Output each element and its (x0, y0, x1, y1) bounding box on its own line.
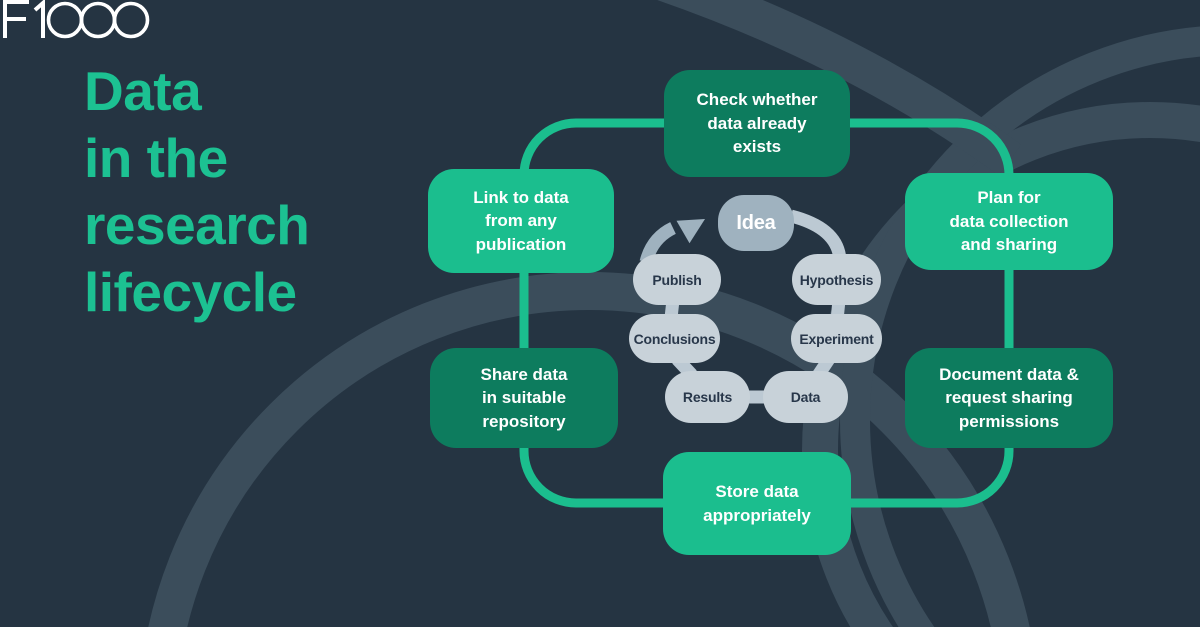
cycle-node-hypothesis: Hypothesis (792, 254, 881, 305)
lifecycle-box-share-repository: Share data in suitable repository (430, 348, 618, 448)
cycle-node-label: Hypothesis (799, 271, 874, 288)
lifecycle-box-label: Link to data from any publication (473, 187, 569, 254)
cycle-node-idea: Idea (718, 195, 794, 251)
cycle-node-label: Results (682, 389, 733, 405)
logo-letter-f (3, 0, 29, 38)
cycle-node-label: Conclusions (633, 330, 716, 347)
lifecycle-box-link-publication: Link to data from any publication (428, 169, 614, 273)
lifecycle-box-label: Store data appropriately (703, 482, 811, 525)
decorative-circle-right (802, 102, 1200, 627)
decorative-circle-bottom-left (148, 272, 1030, 627)
logo-zero-3 (112, 1, 150, 39)
lifecycle-box-store-data: Store data appropriately (663, 452, 851, 555)
decorative-circle-top-right (840, 26, 1200, 627)
lifecycle-box-label: Share data in suitable repository (480, 364, 568, 431)
lifecycle-box-plan-collection: Plan for data collection and sharing (905, 173, 1113, 270)
lifecycle-box-document-permissions: Document data & request sharing permissi… (905, 348, 1113, 448)
cycle-node-results: Results (665, 371, 750, 423)
lifecycle-box-label: Plan for data collection and sharing (949, 188, 1069, 255)
logo-digit-1 (33, 0, 45, 38)
cycle-node-publish: Publish (633, 254, 721, 305)
cycle-node-label: Data (790, 389, 821, 405)
lifecycle-box-label: Document data & request sharing permissi… (939, 364, 1079, 431)
lifecycle-box-check-data-exists: Check whether data already exists (664, 70, 850, 177)
lifecycle-box-label: Check whether data already exists (696, 90, 818, 157)
logo-zero-2 (79, 1, 117, 39)
cycle-node-label: Experiment (799, 330, 874, 347)
cycle-node-conclusions: Conclusions (629, 314, 720, 363)
f1000-logo (3, 0, 150, 39)
cycle-node-data: Data (763, 371, 848, 423)
cycle-node-label: Publish (652, 271, 702, 288)
cycle-node-label: Idea (736, 211, 776, 234)
cycle-node-experiment: Experiment (791, 314, 882, 363)
logo-zero-1 (46, 1, 84, 39)
page-title: Data in the research lifecycle (84, 60, 310, 323)
